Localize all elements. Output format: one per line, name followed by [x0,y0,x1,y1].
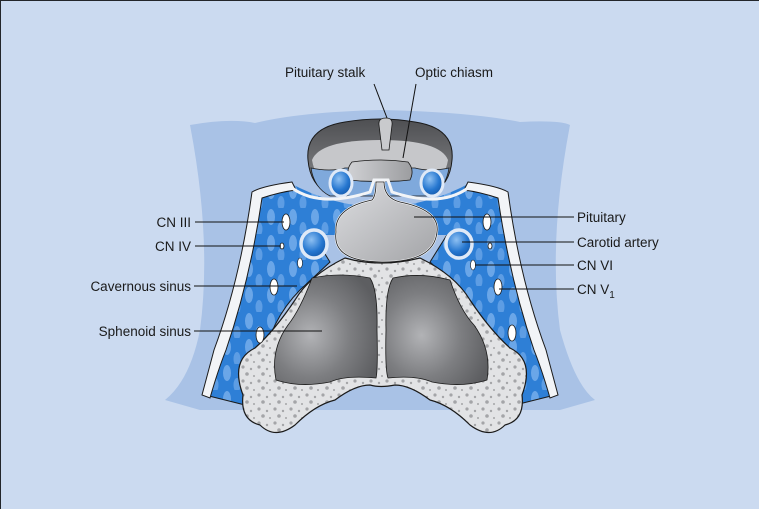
sphenoid-sinus-left [274,274,378,385]
label-pituitary-stalk: Pituitary stalk [285,65,366,80]
label-carotid-artery: Carotid artery [577,235,659,250]
cn-vi-right [470,259,476,271]
optic-chiasm-shape [347,159,413,182]
cn-v2-right [507,324,517,342]
cn-v1-right [493,278,503,296]
cn-iv-right [487,242,493,250]
cn-iii-right [482,213,492,231]
sphenoid-sinus-right [385,275,489,385]
diaphragma-sellae [291,178,469,201]
lateral-dural-wall-left [201,181,297,399]
leader-optic-chiasm [402,83,417,159]
carotid-upper-right [419,168,445,198]
lateral-dural-wall-right [463,181,559,399]
pituitary-outline [335,181,438,263]
cn-v2-left [255,326,265,344]
leader-pituitary-stalk [373,83,388,119]
carotid-artery-right [444,228,474,260]
carotid-artery-left [299,228,329,260]
label-sphenoid-sinus: Sphenoid sinus [99,324,192,339]
label-cn-v1-subscript: 1 [609,290,615,301]
carotid-upper-left [328,168,354,198]
label-optic-chiasm: Optic chiasm [415,65,493,80]
label-cn-v1: CN V1 [577,282,615,301]
label-cn-v1-main: CN V [577,282,609,297]
label-pituitary: Pituitary [577,210,626,225]
label-cn-vi: CN VI [577,258,613,273]
cn-v1-left [269,278,279,296]
label-cavernous-sinus: Cavernous sinus [90,279,191,294]
label-cn-iv: CN IV [155,239,191,254]
label-cn-iii: CN III [156,215,191,230]
cn-vi-left [297,257,303,269]
